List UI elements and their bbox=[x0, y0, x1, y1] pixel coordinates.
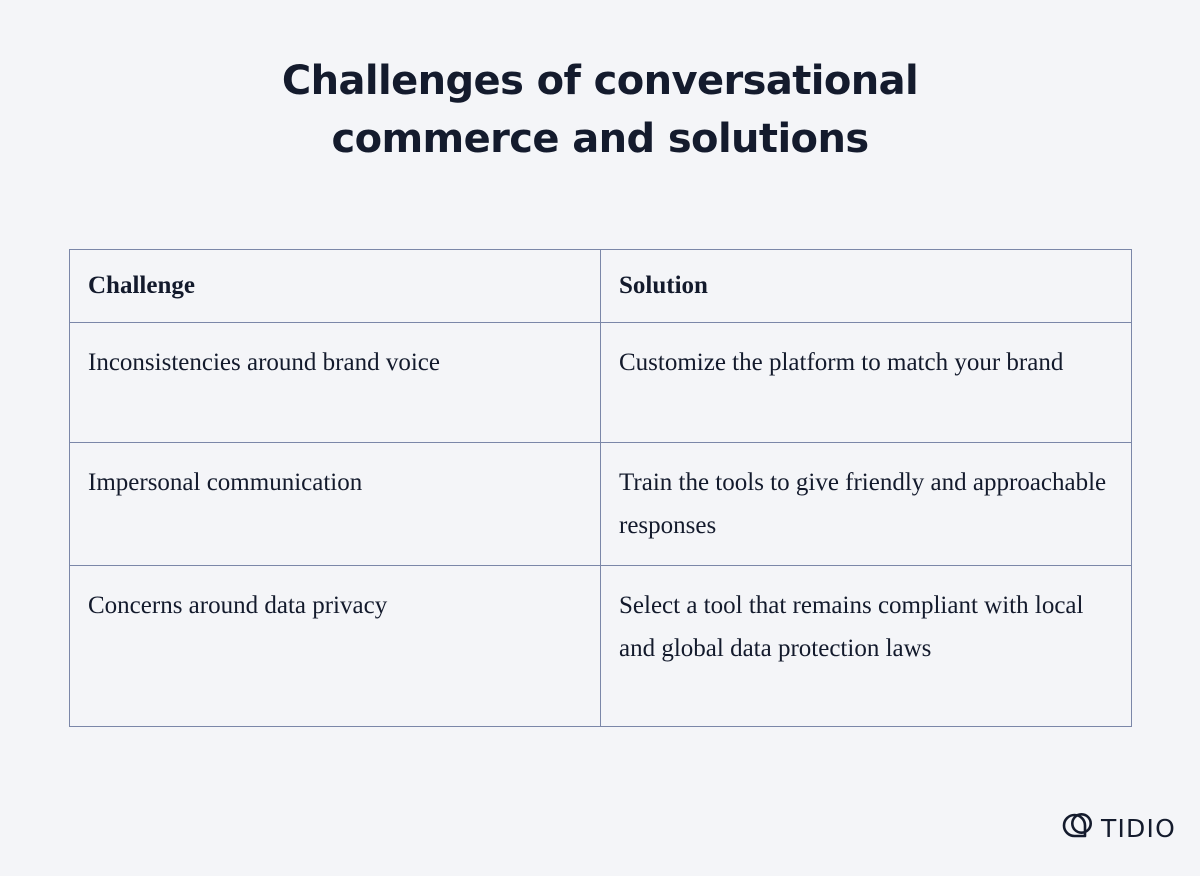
cell-challenge: Impersonal communication bbox=[69, 442, 601, 566]
page-title: Challenges of conversational commerce an… bbox=[0, 52, 1200, 168]
page-title-line-2: commerce and solutions bbox=[331, 116, 869, 162]
column-header-challenge: Challenge bbox=[69, 249, 601, 323]
cell-challenge: Concerns around data privacy bbox=[69, 565, 601, 727]
page-title-line-1: Challenges of conversational bbox=[281, 58, 919, 104]
tidio-chat-bubble-circle-icon bbox=[1062, 813, 1092, 838]
table-row: Impersonal communication Train the tools… bbox=[69, 442, 1132, 566]
cell-challenge: Inconsistencies around brand voice bbox=[69, 322, 601, 443]
tidio-wordmark: TIDIO bbox=[1101, 813, 1176, 843]
table-row: Inconsistencies around brand voice Custo… bbox=[69, 322, 1132, 443]
table-header: Challenge Solution bbox=[69, 249, 1132, 323]
table-header-row: Challenge Solution bbox=[69, 249, 1132, 323]
challenges-solutions-table-container: Challenge Solution Inconsistencies aroun… bbox=[69, 249, 1132, 727]
cell-solution: Customize the platform to match your bra… bbox=[600, 322, 1132, 443]
cell-solution: Select a tool that remains compliant wit… bbox=[600, 565, 1132, 727]
table-row: Concerns around data privacy Select a to… bbox=[69, 565, 1132, 727]
column-header-solution: Solution bbox=[600, 249, 1132, 323]
challenges-solutions-table: Challenge Solution Inconsistencies aroun… bbox=[69, 249, 1132, 727]
cell-solution: Train the tools to give friendly and app… bbox=[600, 442, 1132, 566]
table-body: Inconsistencies around brand voice Custo… bbox=[69, 322, 1132, 727]
tidio-logo: TIDIO bbox=[1060, 810, 1176, 846]
